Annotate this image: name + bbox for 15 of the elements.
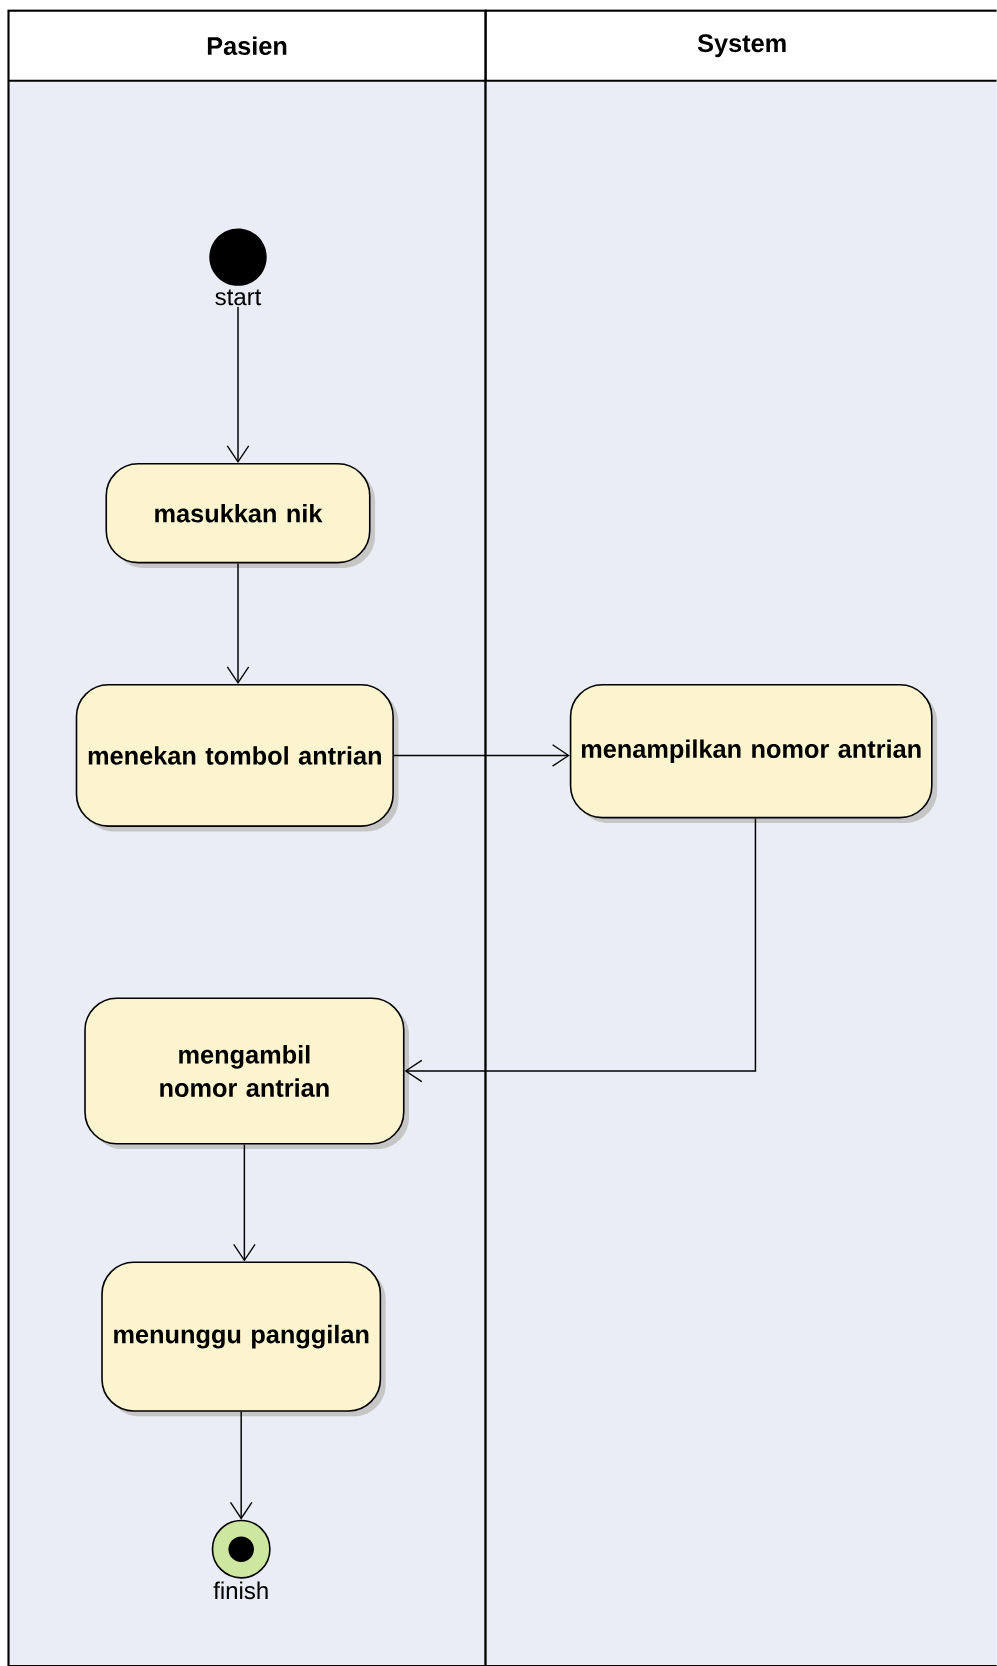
node-caption: finish	[213, 1581, 268, 1600]
action-box: masukkan nik	[105, 463, 376, 568]
action-box: menekan tombol antrian	[75, 684, 399, 832]
node-caption: start	[215, 289, 262, 306]
final-node	[211, 1519, 271, 1579]
arrow	[230, 1411, 253, 1520]
arrow	[404, 817, 757, 1083]
arrow	[226, 562, 250, 684]
arrow	[393, 744, 570, 767]
action-box: menampilkan nomor antrian	[569, 684, 938, 823]
initial-node	[209, 228, 267, 286]
arrow	[226, 306, 250, 463]
action-box: menunggu panggilan	[101, 1261, 386, 1417]
action-box: mengambil nomor antrian	[84, 997, 410, 1150]
arrow	[233, 1143, 256, 1262]
